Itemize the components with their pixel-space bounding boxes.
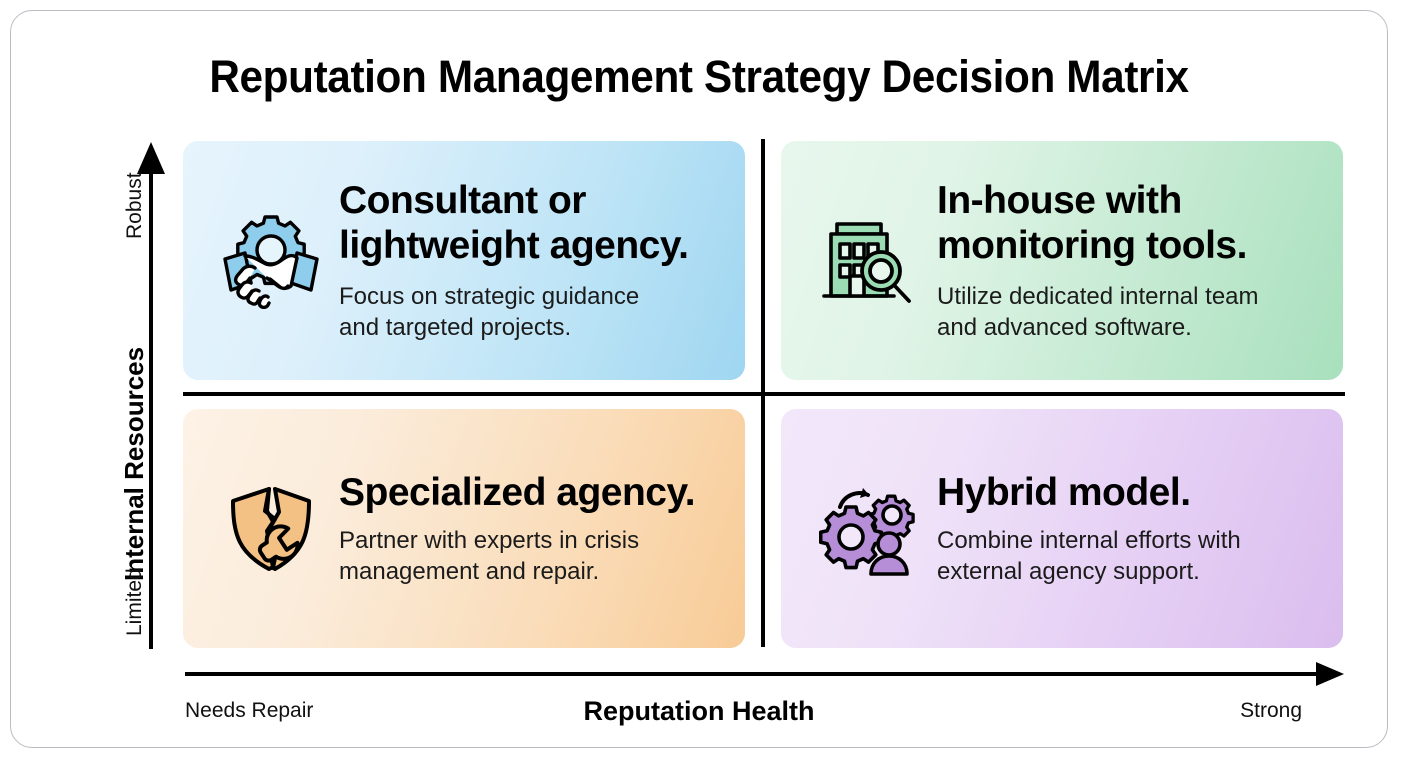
x-axis-arrowhead bbox=[1316, 662, 1344, 686]
quadrant-text-top-right: In-house with monitoring tools. Utilize … bbox=[937, 178, 1259, 343]
quadrant-heading: In-house with monitoring tools. bbox=[937, 179, 1247, 268]
gears-person-icon bbox=[817, 477, 921, 581]
quadrant-card-top-right[interactable]: In-house with monitoring tools. Utilize … bbox=[781, 141, 1343, 380]
building-magnifier-icon bbox=[817, 209, 921, 313]
quadrant-heading: Hybrid model. bbox=[937, 470, 1191, 514]
x-axis-line bbox=[185, 672, 1319, 676]
quadrant-text-bottom-right: Hybrid model. Combine internal efforts w… bbox=[937, 470, 1241, 588]
page-title: Reputation Management Strategy Decision … bbox=[209, 51, 1189, 102]
quadrant-heading: Consultant or lightweight agency. bbox=[339, 179, 689, 268]
y-axis-label: Internal Resources bbox=[119, 346, 149, 581]
handshake-gear-icon bbox=[219, 209, 323, 313]
quadrant-text-bottom-left: Specialized agency. Partner with experts… bbox=[339, 470, 696, 588]
quadrant-card-bottom-left[interactable]: Specialized agency. Partner with experts… bbox=[183, 409, 745, 648]
quadrant-card-top-left[interactable]: Consultant or lightweight agency. Focus … bbox=[183, 141, 745, 380]
cracked-shield-wrench-icon bbox=[219, 477, 323, 581]
x-axis-min-tick: Needs Repair bbox=[185, 699, 314, 722]
x-axis-max-tick: Strong bbox=[1240, 699, 1302, 722]
y-axis-max-tick: Robust bbox=[123, 172, 146, 239]
quadrant-divider-horizontal bbox=[183, 392, 1345, 396]
y-axis-line bbox=[149, 171, 153, 649]
quadrant-text-top-left: Consultant or lightweight agency. Focus … bbox=[339, 178, 689, 343]
quadrant-subtext: Combine internal efforts with external a… bbox=[937, 526, 1241, 586]
quadrant-subtext: Utilize dedicated internal team and adva… bbox=[937, 282, 1259, 341]
y-axis-arrowhead bbox=[137, 142, 165, 174]
quadrant-subtext: Focus on strategic guidance and targeted… bbox=[339, 282, 640, 341]
x-axis-label: Reputation Health bbox=[583, 696, 815, 726]
quadrant-card-bottom-right[interactable]: Hybrid model. Combine internal efforts w… bbox=[781, 409, 1343, 648]
y-axis-min-tick: Limited bbox=[123, 568, 146, 636]
quadrant-heading: Specialized agency. bbox=[339, 470, 696, 514]
quadrant-subtext: Partner with experts in crisis managemen… bbox=[339, 526, 640, 586]
matrix-frame: Reputation Management Strategy Decision … bbox=[10, 10, 1388, 748]
